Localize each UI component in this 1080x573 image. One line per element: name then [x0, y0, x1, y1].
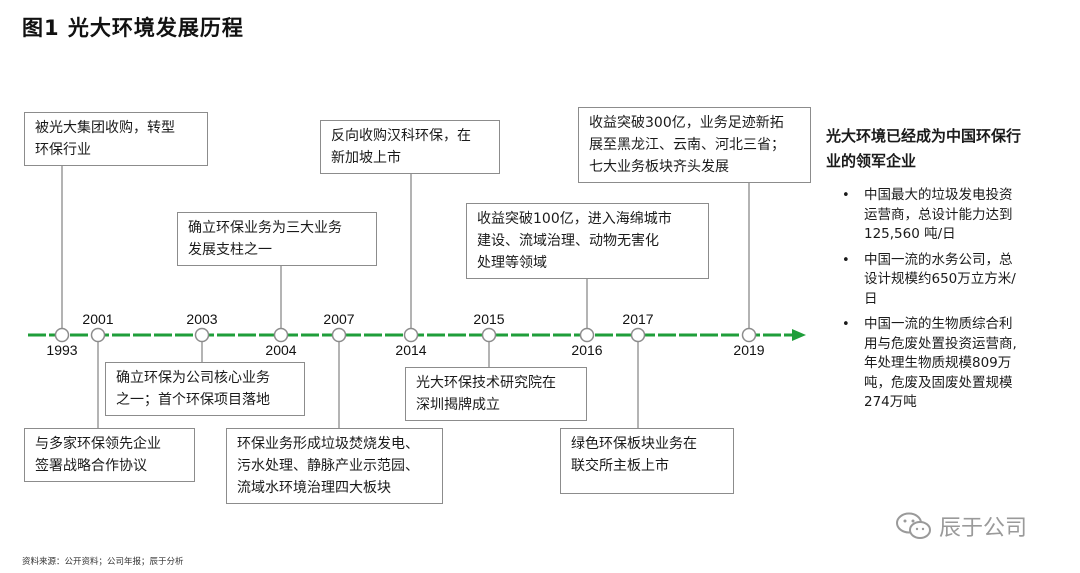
event-text-line: 深圳揭牌成立 — [416, 397, 500, 413]
event-text-line: 反向收购汉科环保，在 — [331, 128, 471, 144]
milestone-marker-2004 — [273, 327, 289, 343]
event-text-line: 签署战略合作协议 — [35, 458, 147, 474]
bullet-line: 日 — [864, 290, 878, 307]
year-label-2019: 2019 — [733, 342, 765, 358]
bullet-line: 中国一流的生物质综合利 — [864, 316, 1013, 332]
timeline-arrow — [792, 329, 806, 341]
event-text-line: 确立环保业务为三大业务 — [188, 220, 342, 236]
milestone-marker-2016 — [579, 327, 595, 343]
event-text-line: 环保行业 — [35, 142, 91, 158]
summary-title-line: 光大环境已经成为中国环保行 — [826, 127, 1022, 145]
event-box-2014: 反向收购汉科环保，在新加坡上市 — [320, 120, 500, 174]
year-label-1993: 1993 — [46, 342, 78, 358]
event-text-line: 光大环保技术研究院在 — [416, 375, 556, 391]
summary-bullets: 中国最大的垃圾发电投资 运营商，总设计能力达到 125,560 吨/日 中国一流… — [826, 186, 1071, 413]
event-box-1993: 被光大集团收购，转型环保行业 — [24, 112, 208, 166]
bullet-item: 中国最大的垃圾发电投资 运营商，总设计能力达到 125,560 吨/日 — [826, 186, 1071, 245]
year-label-2016: 2016 — [571, 342, 603, 358]
event-text-line: 展至黑龙江、云南、河北三省； — [589, 137, 785, 153]
event-text-line: 与多家环保领先企业 — [35, 436, 161, 452]
event-text-line: 联交所主板上市 — [571, 458, 669, 474]
bullet-line: 设计规模约650万立方米/ — [864, 271, 1016, 287]
milestone-marker-2017 — [630, 327, 646, 343]
bullet-line: 年处理生物质规模809万 — [864, 355, 1012, 371]
event-box-2001: 与多家环保领先企业签署战略合作协议 — [24, 428, 195, 482]
event-text-line: 新加坡上市 — [331, 150, 401, 166]
watermark: 辰于公司 — [895, 510, 1027, 542]
source-note: 资料来源：公开资料；公司年报；辰于分析 — [22, 557, 184, 567]
event-text-line: 确立环保为公司核心业务 — [116, 370, 270, 386]
summary-panel: 光大环境已经成为中国环保行 业的领军企业 中国最大的垃圾发电投资 运营商，总设计… — [826, 124, 1071, 419]
milestone-marker-2015 — [481, 327, 497, 343]
bullet-line: 吨，危废及固废处置规模 — [864, 374, 1013, 391]
milestone-marker-1993 — [54, 327, 70, 343]
event-text-line: 流域水环境治理四大板块 — [237, 480, 391, 496]
event-box-2016: 收益突破100亿，进入海绵城市建设、流域治理、动物无害化处理等领域 — [466, 203, 709, 279]
milestone-marker-2003 — [194, 327, 210, 343]
event-text-line: 环保业务形成垃圾焚烧发电、 — [237, 436, 419, 452]
watermark-text: 辰于公司 — [939, 516, 1028, 541]
event-text-line: 绿色环保板块业务在 — [571, 436, 697, 452]
event-box-2004: 确立环保业务为三大业务发展支柱之一 — [177, 212, 377, 266]
year-label-2014: 2014 — [395, 342, 427, 358]
event-text-line: 收益突破100亿，进入海绵城市 — [477, 211, 672, 227]
bullet-line: 274万吨 — [864, 394, 917, 410]
event-text-line: 发展支柱之一 — [188, 242, 272, 258]
event-box-2003: 确立环保为公司核心业务之一；首个环保项目落地 — [105, 362, 305, 416]
year-label-2003: 2003 — [186, 311, 218, 327]
summary-title-line: 业的领军企业 — [826, 152, 917, 170]
event-text-line: 被光大集团收购，转型 — [35, 120, 175, 136]
milestone-marker-2014 — [403, 327, 419, 343]
event-box-2007: 环保业务形成垃圾焚烧发电、污水处理、静脉产业示范园、流域水环境治理四大板块 — [226, 428, 443, 504]
milestone-marker-2007 — [331, 327, 347, 343]
year-label-2007: 2007 — [323, 311, 355, 327]
bullet-line: 125,560 吨/日 — [864, 226, 956, 242]
bullet-line: 中国最大的垃圾发电投资 — [864, 187, 1013, 203]
summary-title: 光大环境已经成为中国环保行 业的领军企业 — [826, 124, 1071, 174]
year-label-2004: 2004 — [265, 342, 297, 358]
bullet-item: 中国一流的生物质综合利 用与危废处置投资运营商, 年处理生物质规模809万 吨，… — [826, 315, 1071, 413]
wechat-icon — [896, 512, 931, 539]
event-text-line: 污水处理、静脉产业示范园、 — [237, 458, 419, 474]
milestone-marker-2001 — [90, 327, 106, 343]
event-text-line: 七大业务板块齐头发展 — [589, 159, 729, 175]
bullet-item: 中国一流的水务公司，总 设计规模约650万立方米/ 日 — [826, 251, 1071, 310]
bullet-line: 中国一流的水务公司，总 — [864, 251, 1013, 268]
event-box-2017: 绿色环保板块业务在联交所主板上市 — [560, 428, 734, 494]
event-box-2015: 光大环保技术研究院在深圳揭牌成立 — [405, 367, 587, 421]
event-text-line: 处理等领域 — [477, 255, 547, 271]
year-label-2001: 2001 — [82, 311, 114, 327]
event-text-line: 建设、流域治理、动物无害化 — [477, 233, 659, 249]
bullet-line: 用与危废处置投资运营商, — [864, 335, 1017, 352]
figure-title: 图1 光大环境发展历程 — [22, 16, 244, 40]
year-label-2017: 2017 — [622, 311, 654, 327]
bullet-line: 运营商，总设计能力达到 — [864, 206, 1013, 223]
event-box-2019: 收益突破300亿，业务足迹新拓展至黑龙江、云南、河北三省； 七大业务板块齐头发展 — [578, 107, 811, 183]
event-text-line: 收益突破300亿，业务足迹新拓 — [589, 115, 784, 131]
milestone-marker-2019 — [741, 327, 757, 343]
year-label-2015: 2015 — [473, 311, 505, 327]
event-text-line: 之一；首个环保项目落地 — [116, 392, 270, 408]
